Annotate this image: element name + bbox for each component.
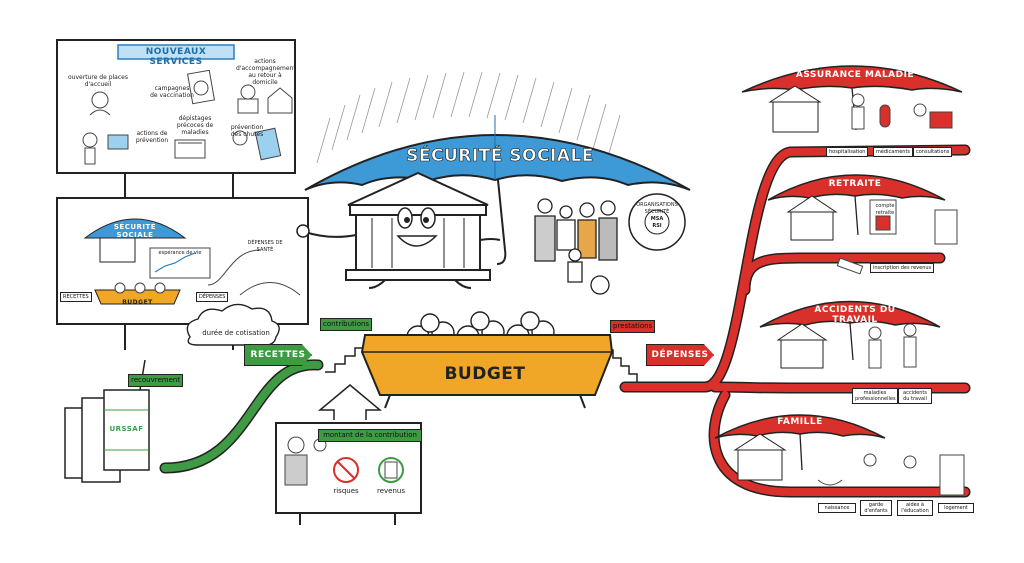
service-vaccination: campagnes de vaccination bbox=[150, 85, 194, 99]
rain-lines bbox=[316, 71, 621, 164]
mini-other-label: DÉPENSES DE SANTÉ bbox=[247, 240, 283, 253]
service-retour-domicile: actions d'accompagnement au retour à dom… bbox=[236, 58, 296, 86]
up-arrow bbox=[317, 384, 383, 420]
mini-chart-label: espérance de vie bbox=[158, 250, 202, 256]
service-prevention: actions de prévention bbox=[135, 130, 169, 144]
tag-maladies-professionnelles: maladies professionnelles bbox=[852, 388, 898, 404]
mini-security-board bbox=[56, 197, 309, 350]
new-services-board bbox=[56, 39, 296, 197]
organisations-badge bbox=[628, 193, 686, 251]
depenses-arrow: DÉPENSES bbox=[646, 344, 714, 366]
branch-title-famille: FAMILLE bbox=[777, 417, 823, 427]
contributions-flag: contributions bbox=[320, 318, 373, 331]
contribution-item-revenus: revenus bbox=[377, 487, 405, 495]
tag-inscription-revenus: inscription des revenus bbox=[870, 263, 935, 273]
central-umbrella bbox=[304, 115, 691, 265]
people-group bbox=[534, 198, 618, 295]
urssaf-building bbox=[64, 359, 150, 483]
branch-title-assurance-maladie: ASSURANCE MALADIE bbox=[795, 70, 915, 80]
branch-famille bbox=[714, 414, 965, 496]
recettes-arrow: RECETTES bbox=[244, 344, 312, 366]
branch-title-accidents-travail: ACCIDENTS DU TRAVAIL bbox=[814, 305, 896, 325]
service-depistages: dépistages précoces de maladies bbox=[176, 115, 214, 136]
recouvrement-flag: recouvrement bbox=[128, 374, 184, 387]
badge-line-4: RSI bbox=[652, 223, 662, 229]
tag-medicaments: médicaments bbox=[873, 147, 914, 157]
service-places-accueil: ouverture de places d'accueil bbox=[68, 74, 128, 88]
retraite-doc-label: compte retraite bbox=[875, 203, 895, 216]
central-building-character bbox=[296, 171, 501, 289]
contribution-item-risques: risques bbox=[333, 487, 359, 495]
contribution-board-title: montant de la contribution bbox=[318, 429, 422, 442]
mini-umbrella-title: SÉCURITÉ SOCIALE bbox=[113, 223, 157, 239]
mini-depenses: DÉPENSES bbox=[196, 292, 229, 302]
budget-container bbox=[360, 311, 614, 409]
branch-accidents-travail bbox=[759, 300, 941, 369]
stairs-left bbox=[325, 340, 366, 373]
badge-line-1: ORGANISATIONS bbox=[636, 202, 678, 208]
prestations-flag: prestations bbox=[610, 320, 656, 333]
tag-naissance: naissance bbox=[818, 503, 856, 513]
badge-line-3: MSA bbox=[650, 216, 664, 222]
umbrella-title: SÉCURITÉ SOCIALE bbox=[406, 146, 594, 167]
tag-accidents-travail: accidents du travail bbox=[898, 388, 932, 404]
service-chutes: prévention des chutes bbox=[230, 124, 264, 138]
urssaf-label: URSSAF bbox=[109, 425, 144, 433]
depenses-pipes bbox=[619, 144, 971, 498]
badge-line-2: SÉCURITÉ bbox=[644, 209, 670, 215]
stairs-right bbox=[605, 349, 638, 382]
branch-assurance-maladie bbox=[741, 65, 963, 133]
branch-title-retraite: RETRAITE bbox=[828, 179, 882, 189]
tag-hospitalisation: hospitalisation bbox=[826, 147, 869, 157]
organisations-badge-text: ORGANISATIONS SÉCURITÉ MSA RSI bbox=[632, 202, 682, 230]
tag-aides-education: aides à l'éducation bbox=[897, 500, 933, 516]
new-services-title: NOUVEAUX SERVICES bbox=[145, 47, 207, 67]
mini-recettes: RECETTES bbox=[60, 292, 92, 302]
mini-budget-label: BUDGET bbox=[122, 299, 153, 306]
tag-consultations: consultations bbox=[913, 147, 953, 157]
tag-logement: logement bbox=[938, 503, 974, 513]
branch-retraite bbox=[767, 174, 958, 275]
cotisation-cloud-label: durée de cotisation bbox=[202, 329, 270, 337]
budget-label: BUDGET bbox=[444, 364, 526, 384]
tag-garde-enfants: garde d'enfants bbox=[860, 500, 892, 516]
